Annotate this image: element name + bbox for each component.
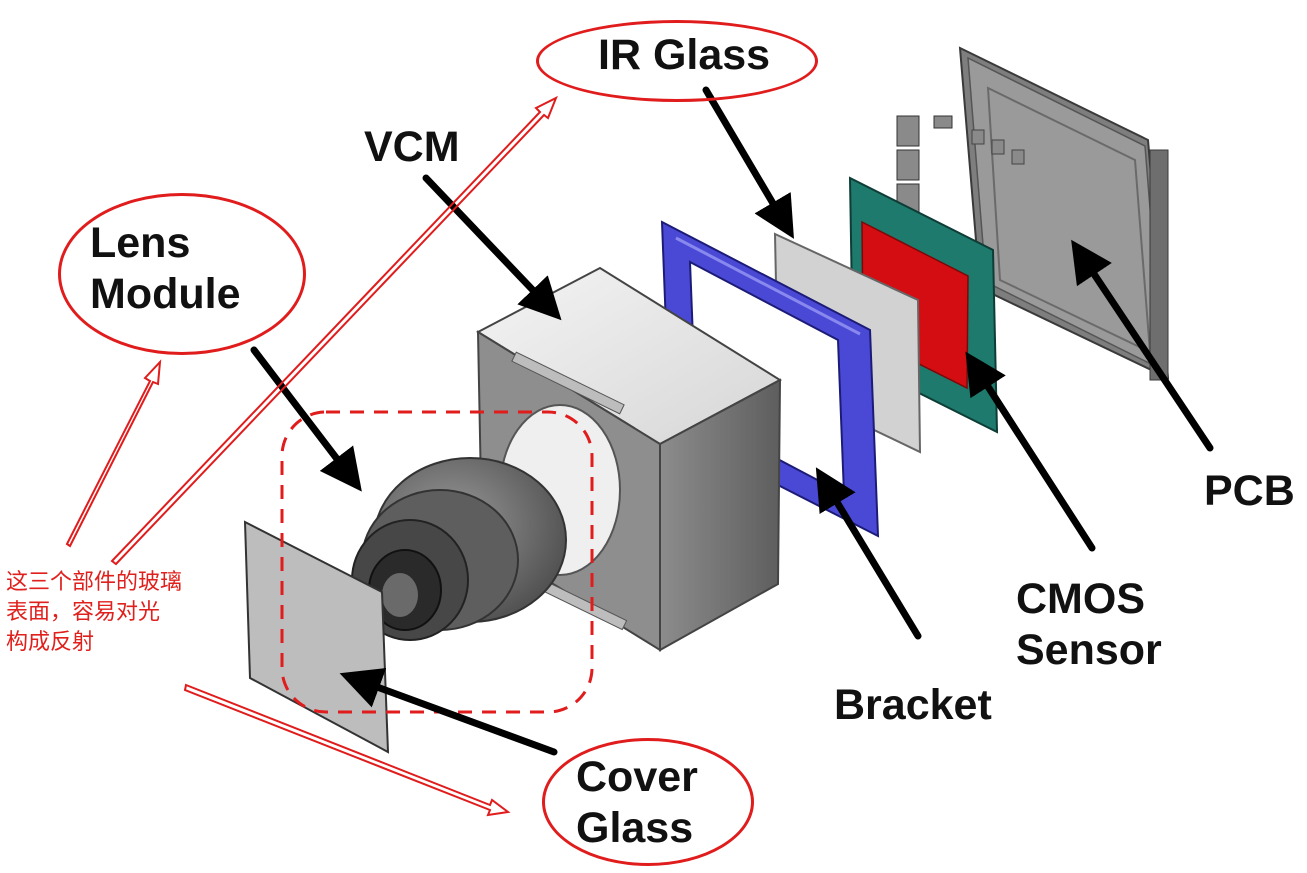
note-arrow-lens — [65, 359, 162, 548]
vcm-label: VCM — [364, 123, 460, 171]
note-arrows — [65, 95, 558, 817]
lens-module-arrow — [250, 346, 362, 492]
cover-glass-callout — [542, 738, 754, 866]
ir-glass-label: IR Glass — [598, 31, 771, 79]
cover-glass-arrow — [339, 668, 558, 756]
note-arrow-ir — [110, 95, 558, 566]
vcm-arrow — [422, 174, 562, 321]
bracket-label: Bracket — [834, 681, 992, 729]
reflection-note: 这三个部件的玻璃 表面，容易对光 构成反射 — [6, 570, 183, 655]
cmos-sensor-label: CMOS Sensor — [1016, 575, 1162, 674]
cover-glass-label: Cover Glass — [576, 753, 698, 852]
label-arrows — [250, 86, 1214, 756]
lens-module-callout — [58, 193, 306, 355]
ir-glass-arrow — [702, 86, 794, 239]
cmos-arrow — [965, 351, 1096, 552]
lens-module-label: Lens Module — [90, 219, 241, 318]
pcb-label: PCB — [1204, 467, 1295, 515]
bracket-arrow — [815, 467, 922, 640]
note-arrow-cover — [183, 683, 511, 817]
pcb-arrow — [1071, 239, 1214, 452]
lens-module-part — [351, 457, 567, 641]
pcb-part — [958, 46, 1170, 381]
smd-components — [896, 115, 953, 213]
ir-glass-callout — [536, 20, 818, 102]
